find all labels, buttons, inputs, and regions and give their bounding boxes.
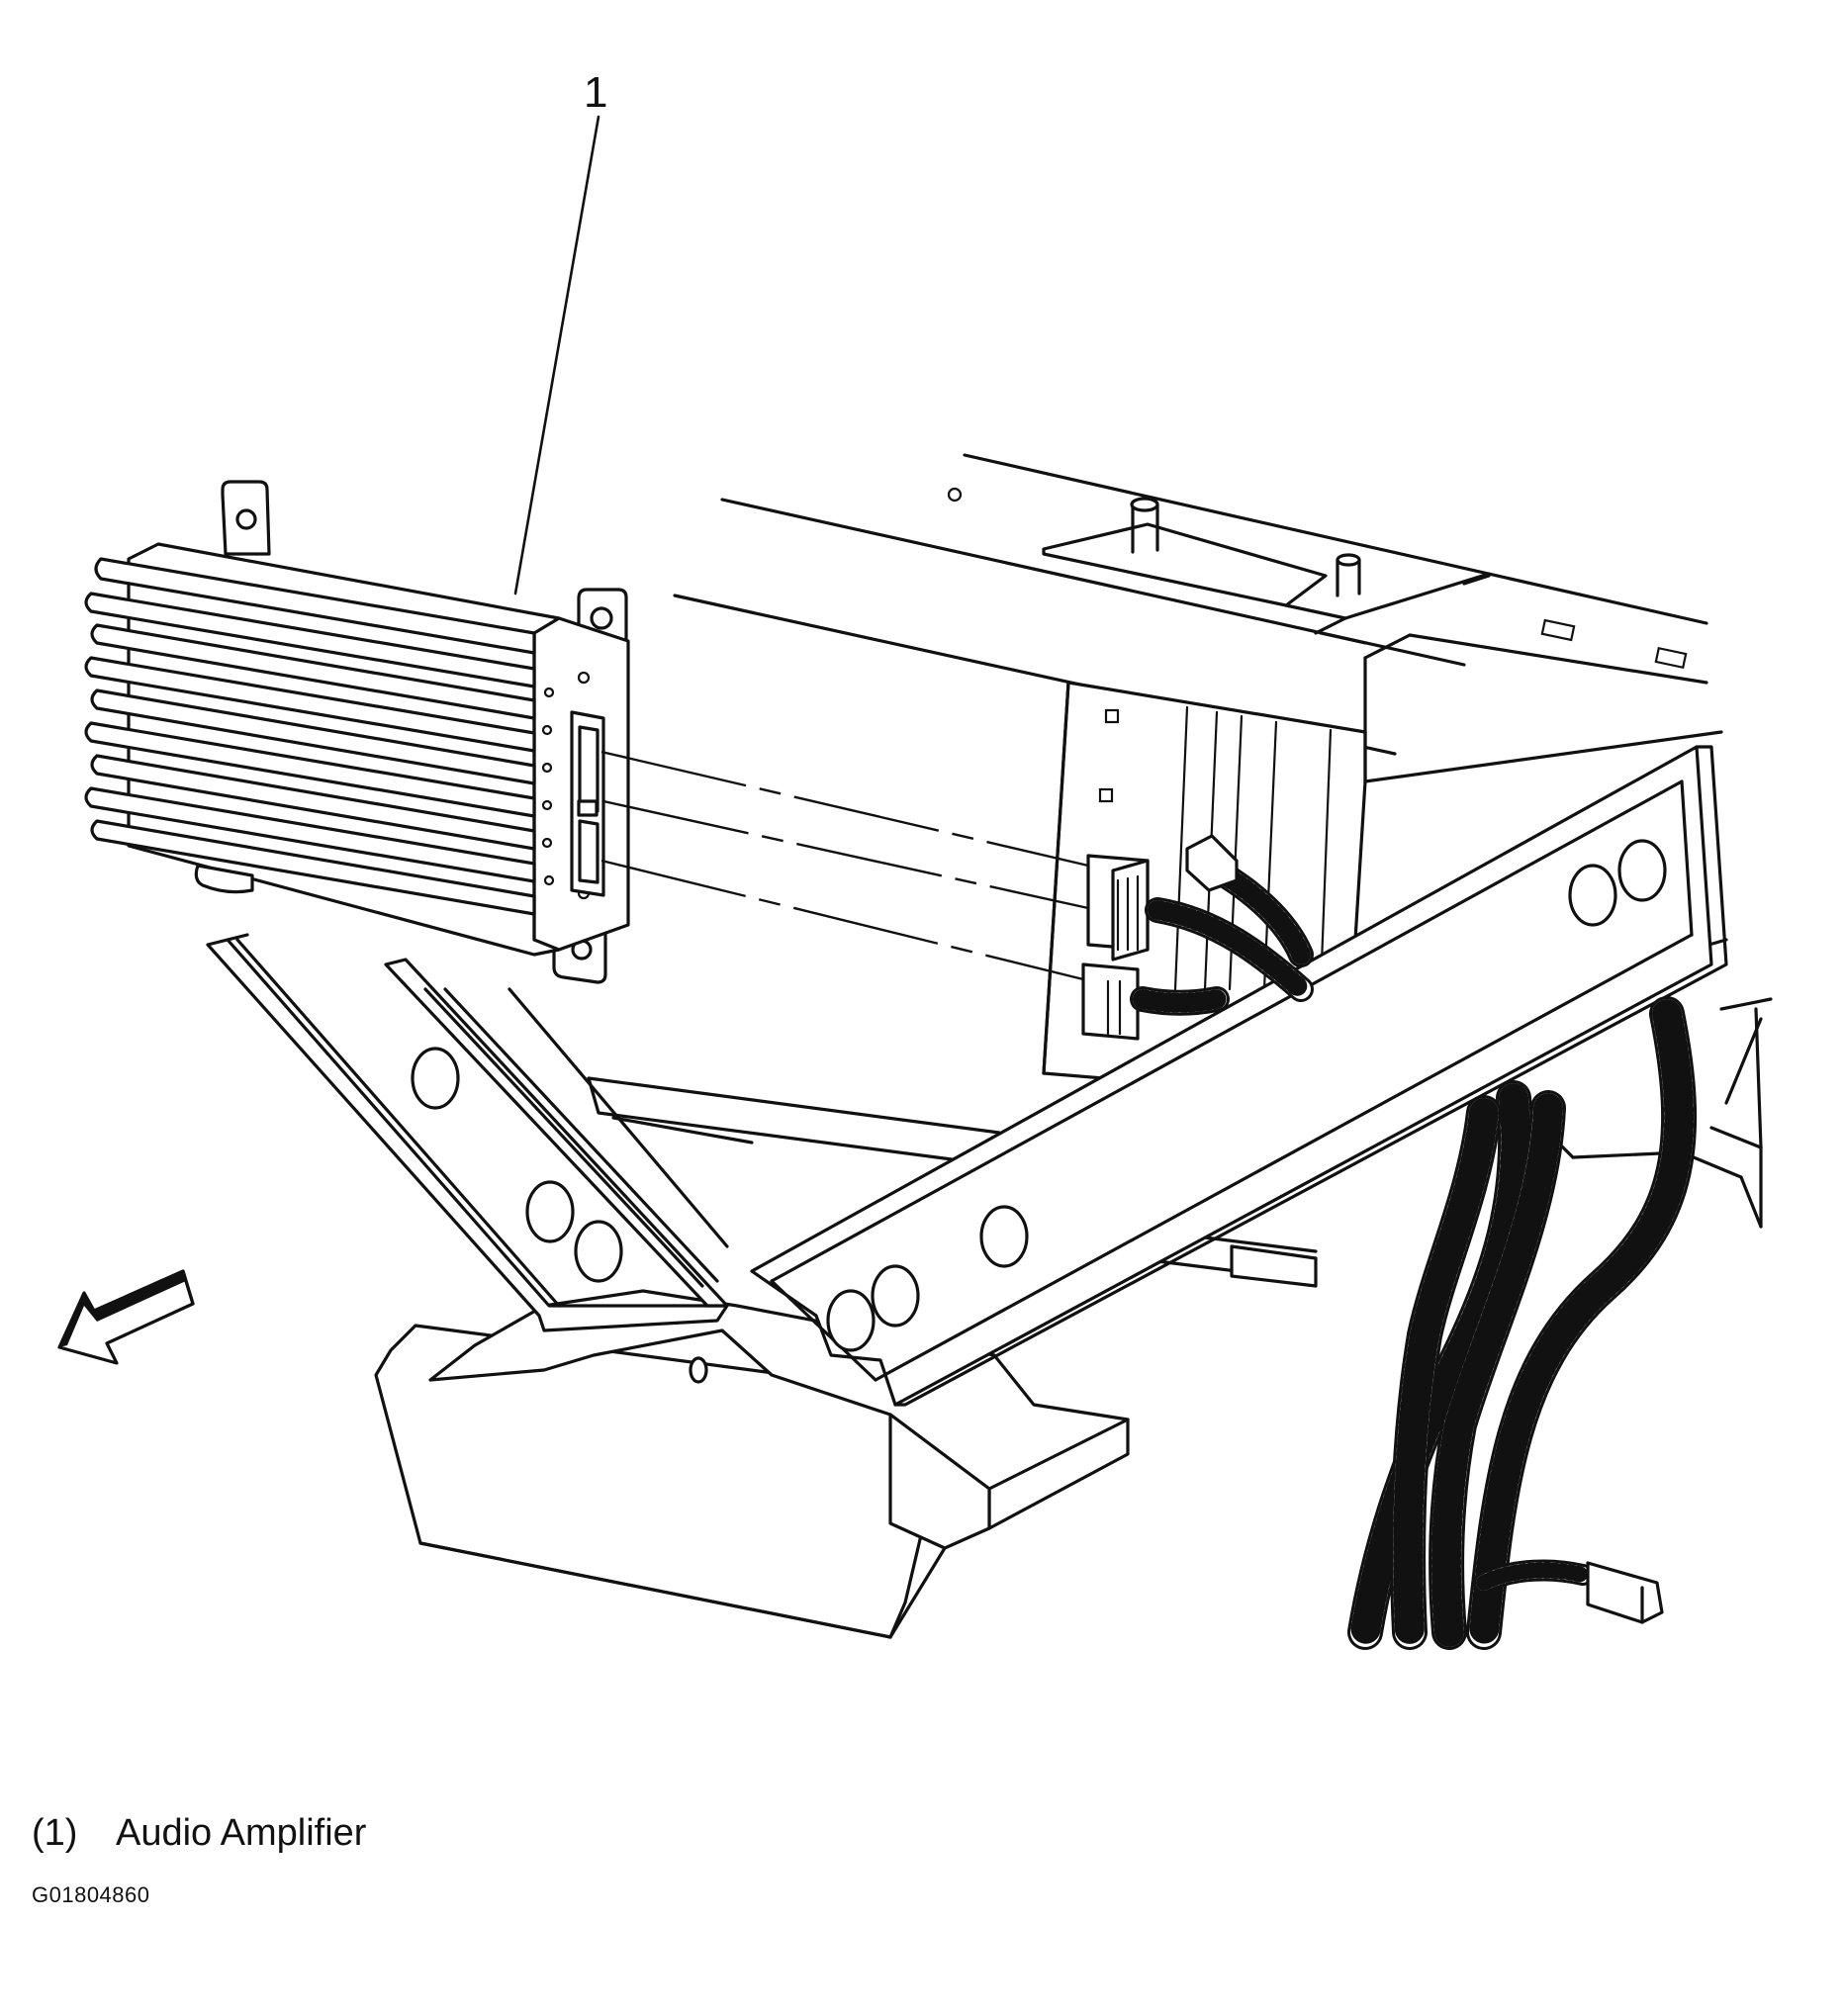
heat-sink-fins — [84, 557, 536, 916]
callout-number: 1 — [584, 68, 607, 117]
main-cross-beam — [750, 745, 1728, 1407]
callout-1: 1 — [513, 68, 607, 596]
figure-id: G01804860 — [32, 1882, 150, 1907]
legend-number: (1) — [32, 1812, 78, 1854]
connector-alignment-lines — [600, 750, 1089, 981]
legend: (1) Audio Amplifier — [32, 1812, 366, 1855]
harness-connectors — [1081, 834, 1314, 1041]
audio-amplifier — [84, 480, 630, 984]
front-direction-arrow-icon — [57, 1269, 195, 1365]
wiring-harness — [1347, 996, 1698, 1650]
left-diagonal-brace — [206, 933, 729, 1332]
legend-label: Audio Amplifier — [116, 1812, 367, 1854]
